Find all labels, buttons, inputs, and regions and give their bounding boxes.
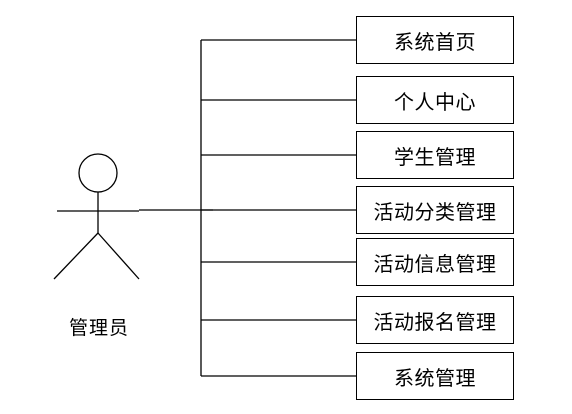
use-case-personal-center: 个人中心	[356, 76, 514, 124]
use-case-system-management: 系统管理	[356, 352, 514, 400]
use-case-student-management: 学生管理	[356, 131, 514, 179]
actor-label: 管理员	[68, 317, 129, 339]
actor-figure	[53, 153, 140, 280]
actor-head	[78, 153, 118, 193]
use-case-activity-registration-management: 活动报名管理	[356, 296, 514, 344]
use-case-system-home: 系统首页	[356, 16, 514, 64]
actor-left-leg	[53, 232, 99, 280]
use-case-activity-info-management: 活动信息管理	[356, 238, 514, 286]
use-case-activity-category-management: 活动分类管理	[356, 186, 514, 234]
actor-right-leg	[97, 232, 140, 280]
